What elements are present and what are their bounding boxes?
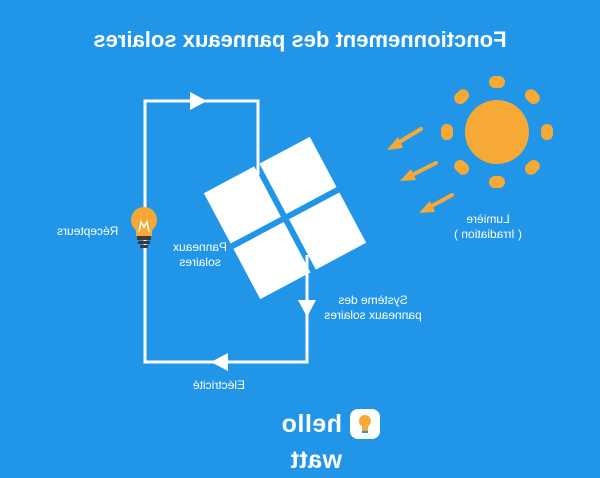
receptors-label: Récepteurs xyxy=(57,224,119,238)
page-title: Fonctionnement des panneaux solaires xyxy=(93,27,507,52)
light-arrow-icon xyxy=(400,161,438,181)
light-arrow-icon xyxy=(419,193,454,213)
flow-arrow-icon xyxy=(298,300,316,317)
light-label-line2: ( Irradiation ) xyxy=(453,227,523,241)
brand-logo: hello watt xyxy=(240,406,380,474)
brand-logo-icon xyxy=(350,409,380,439)
light-label: Lumière ( Irradiation ) xyxy=(446,212,530,242)
panels-label-line1: Panneaux xyxy=(172,240,228,254)
electricity-label: Eléctricité xyxy=(193,378,246,392)
brand-name: hello watt xyxy=(281,410,342,474)
light-label-line1: Lumière xyxy=(466,212,510,226)
diagram-graphics xyxy=(131,76,553,371)
system-label-line2: panneaux solaires xyxy=(324,308,422,322)
system-label: Système des panneaux solaires xyxy=(322,293,424,323)
lightbulb-icon xyxy=(131,207,157,248)
solar-infographic: Fonctionnement des panneaux solaires Réc… xyxy=(57,27,553,474)
system-label-line1: Système des xyxy=(338,293,408,307)
solar-panel-icon xyxy=(203,136,367,300)
light-arrow-icon xyxy=(387,127,423,150)
flow-arrow-icon xyxy=(211,353,228,371)
panels-label-line2: solaires xyxy=(179,255,221,269)
sun-icon xyxy=(441,76,553,188)
flow-arrow-icon xyxy=(190,92,207,110)
panels-label: Panneaux solaires xyxy=(170,240,230,270)
brand-bulb-glyph xyxy=(359,415,371,433)
